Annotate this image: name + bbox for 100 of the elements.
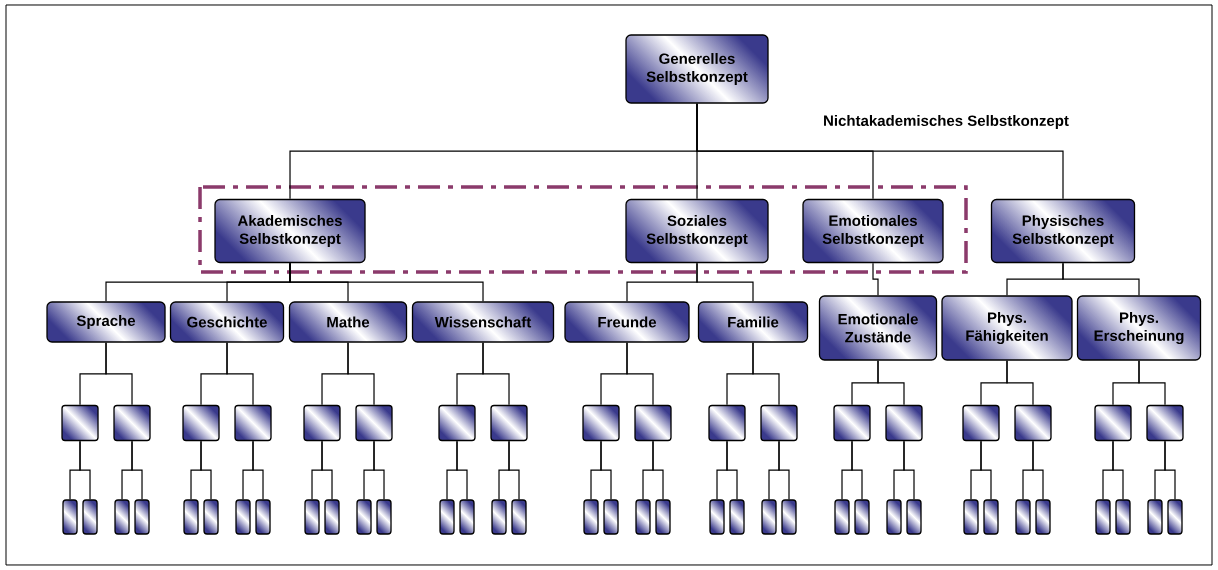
group-label: Nichtakademisches Selbstkonzept: [824, 115, 1069, 129]
connector-line: [752, 342, 780, 406]
connector-line: [252, 440, 264, 500]
connector-line: [696, 262, 754, 302]
concept-box: Wissenschaft: [411, 301, 555, 343]
empty-box: [438, 404, 476, 442]
concept-box: Familie: [697, 301, 809, 343]
connector-line: [347, 342, 375, 406]
empty-box: [61, 404, 99, 442]
connector-line: [508, 440, 520, 500]
connector-line: [851, 440, 863, 500]
empty-box: [906, 499, 922, 535]
concept-box: Akademisches Selbstkonzept: [214, 198, 366, 264]
empty-box: [834, 499, 850, 535]
connector-line: [903, 440, 915, 500]
empty-box: [729, 499, 745, 535]
empty-box: [655, 499, 671, 535]
empty-box: [708, 404, 746, 442]
empty-box: [634, 404, 672, 442]
empty-box: [355, 404, 393, 442]
connector-line: [1032, 440, 1044, 500]
empty-box: [886, 499, 902, 535]
concept-box: Phys. Erscheinung: [1076, 295, 1202, 361]
empty-box: [1146, 404, 1184, 442]
empty-box: [1115, 499, 1131, 535]
empty-box: [603, 499, 619, 535]
empty-box: [235, 499, 251, 535]
empty-box: [885, 404, 923, 442]
concept-box: Freunde: [564, 301, 690, 343]
empty-box: [203, 499, 219, 535]
empty-box: [511, 499, 527, 535]
empty-box: [983, 499, 999, 535]
connector-line: [482, 342, 510, 406]
connector-line: [877, 360, 905, 406]
empty-box: [134, 499, 150, 535]
concept-box: Soziales Selbstkonzept: [625, 198, 769, 264]
concept-box: Physisches Selbstkonzept: [990, 198, 1136, 264]
connector-line: [79, 440, 91, 500]
empty-box: [182, 404, 220, 442]
empty-box: [709, 499, 725, 535]
empty-box: [1095, 499, 1111, 535]
empty-box: [62, 499, 78, 535]
concept-box: Sprache: [46, 301, 166, 343]
empty-box: [962, 404, 1000, 442]
empty-box: [963, 499, 979, 535]
empty-box: [635, 499, 651, 535]
empty-box: [255, 499, 271, 535]
empty-box: [1167, 499, 1183, 535]
empty-box: [356, 499, 372, 535]
empty-box: [376, 499, 392, 535]
connector-line: [131, 440, 143, 500]
connector-line: [726, 440, 738, 500]
empty-box: [490, 404, 528, 442]
empty-box: [1094, 404, 1132, 442]
connector-line: [373, 440, 385, 500]
empty-box: [113, 404, 151, 442]
empty-box: [582, 404, 620, 442]
concept-box: Geschichte: [169, 301, 285, 343]
empty-box: [303, 404, 341, 442]
empty-box: [761, 499, 777, 535]
concept-box: Emotionales Selbstkonzept: [802, 198, 944, 264]
connector-line: [321, 440, 333, 500]
connector-line: [456, 440, 468, 500]
empty-box: [491, 499, 507, 535]
empty-box: [234, 404, 272, 442]
connector-line: [200, 440, 212, 500]
connector-line: [105, 342, 133, 406]
empty-box: [324, 499, 340, 535]
empty-box: [1147, 499, 1163, 535]
empty-box: [439, 499, 455, 535]
empty-box: [183, 499, 199, 535]
empty-box: [1014, 404, 1052, 442]
connector-line: [696, 103, 1064, 200]
connector-line: [1164, 440, 1176, 500]
empty-box: [781, 499, 797, 535]
empty-box: [854, 499, 870, 535]
connector-line: [1062, 262, 1140, 296]
empty-box: [304, 499, 320, 535]
empty-box: [1035, 499, 1051, 535]
connector-line: [600, 440, 612, 500]
empty-box: [1015, 499, 1031, 535]
concept-box: Emotionale Zustände: [818, 295, 938, 361]
empty-box: [82, 499, 98, 535]
connector-line: [980, 440, 992, 500]
connector-line: [1006, 360, 1034, 406]
connector-line: [1138, 360, 1166, 406]
empty-box: [833, 404, 871, 442]
concept-box: Phys. Fähigkeiten: [941, 295, 1073, 361]
concept-box: Generelles Selbstkonzept: [625, 34, 769, 104]
empty-box: [583, 499, 599, 535]
empty-box: [114, 499, 130, 535]
connector-line: [626, 342, 654, 406]
connector-line: [778, 440, 790, 500]
empty-box: [459, 499, 475, 535]
connector-line: [872, 262, 879, 296]
concept-box: Mathe: [288, 301, 408, 343]
empty-box: [760, 404, 798, 442]
connector-line: [1112, 440, 1124, 500]
connector-line: [226, 342, 254, 406]
connector-line: [652, 440, 664, 500]
